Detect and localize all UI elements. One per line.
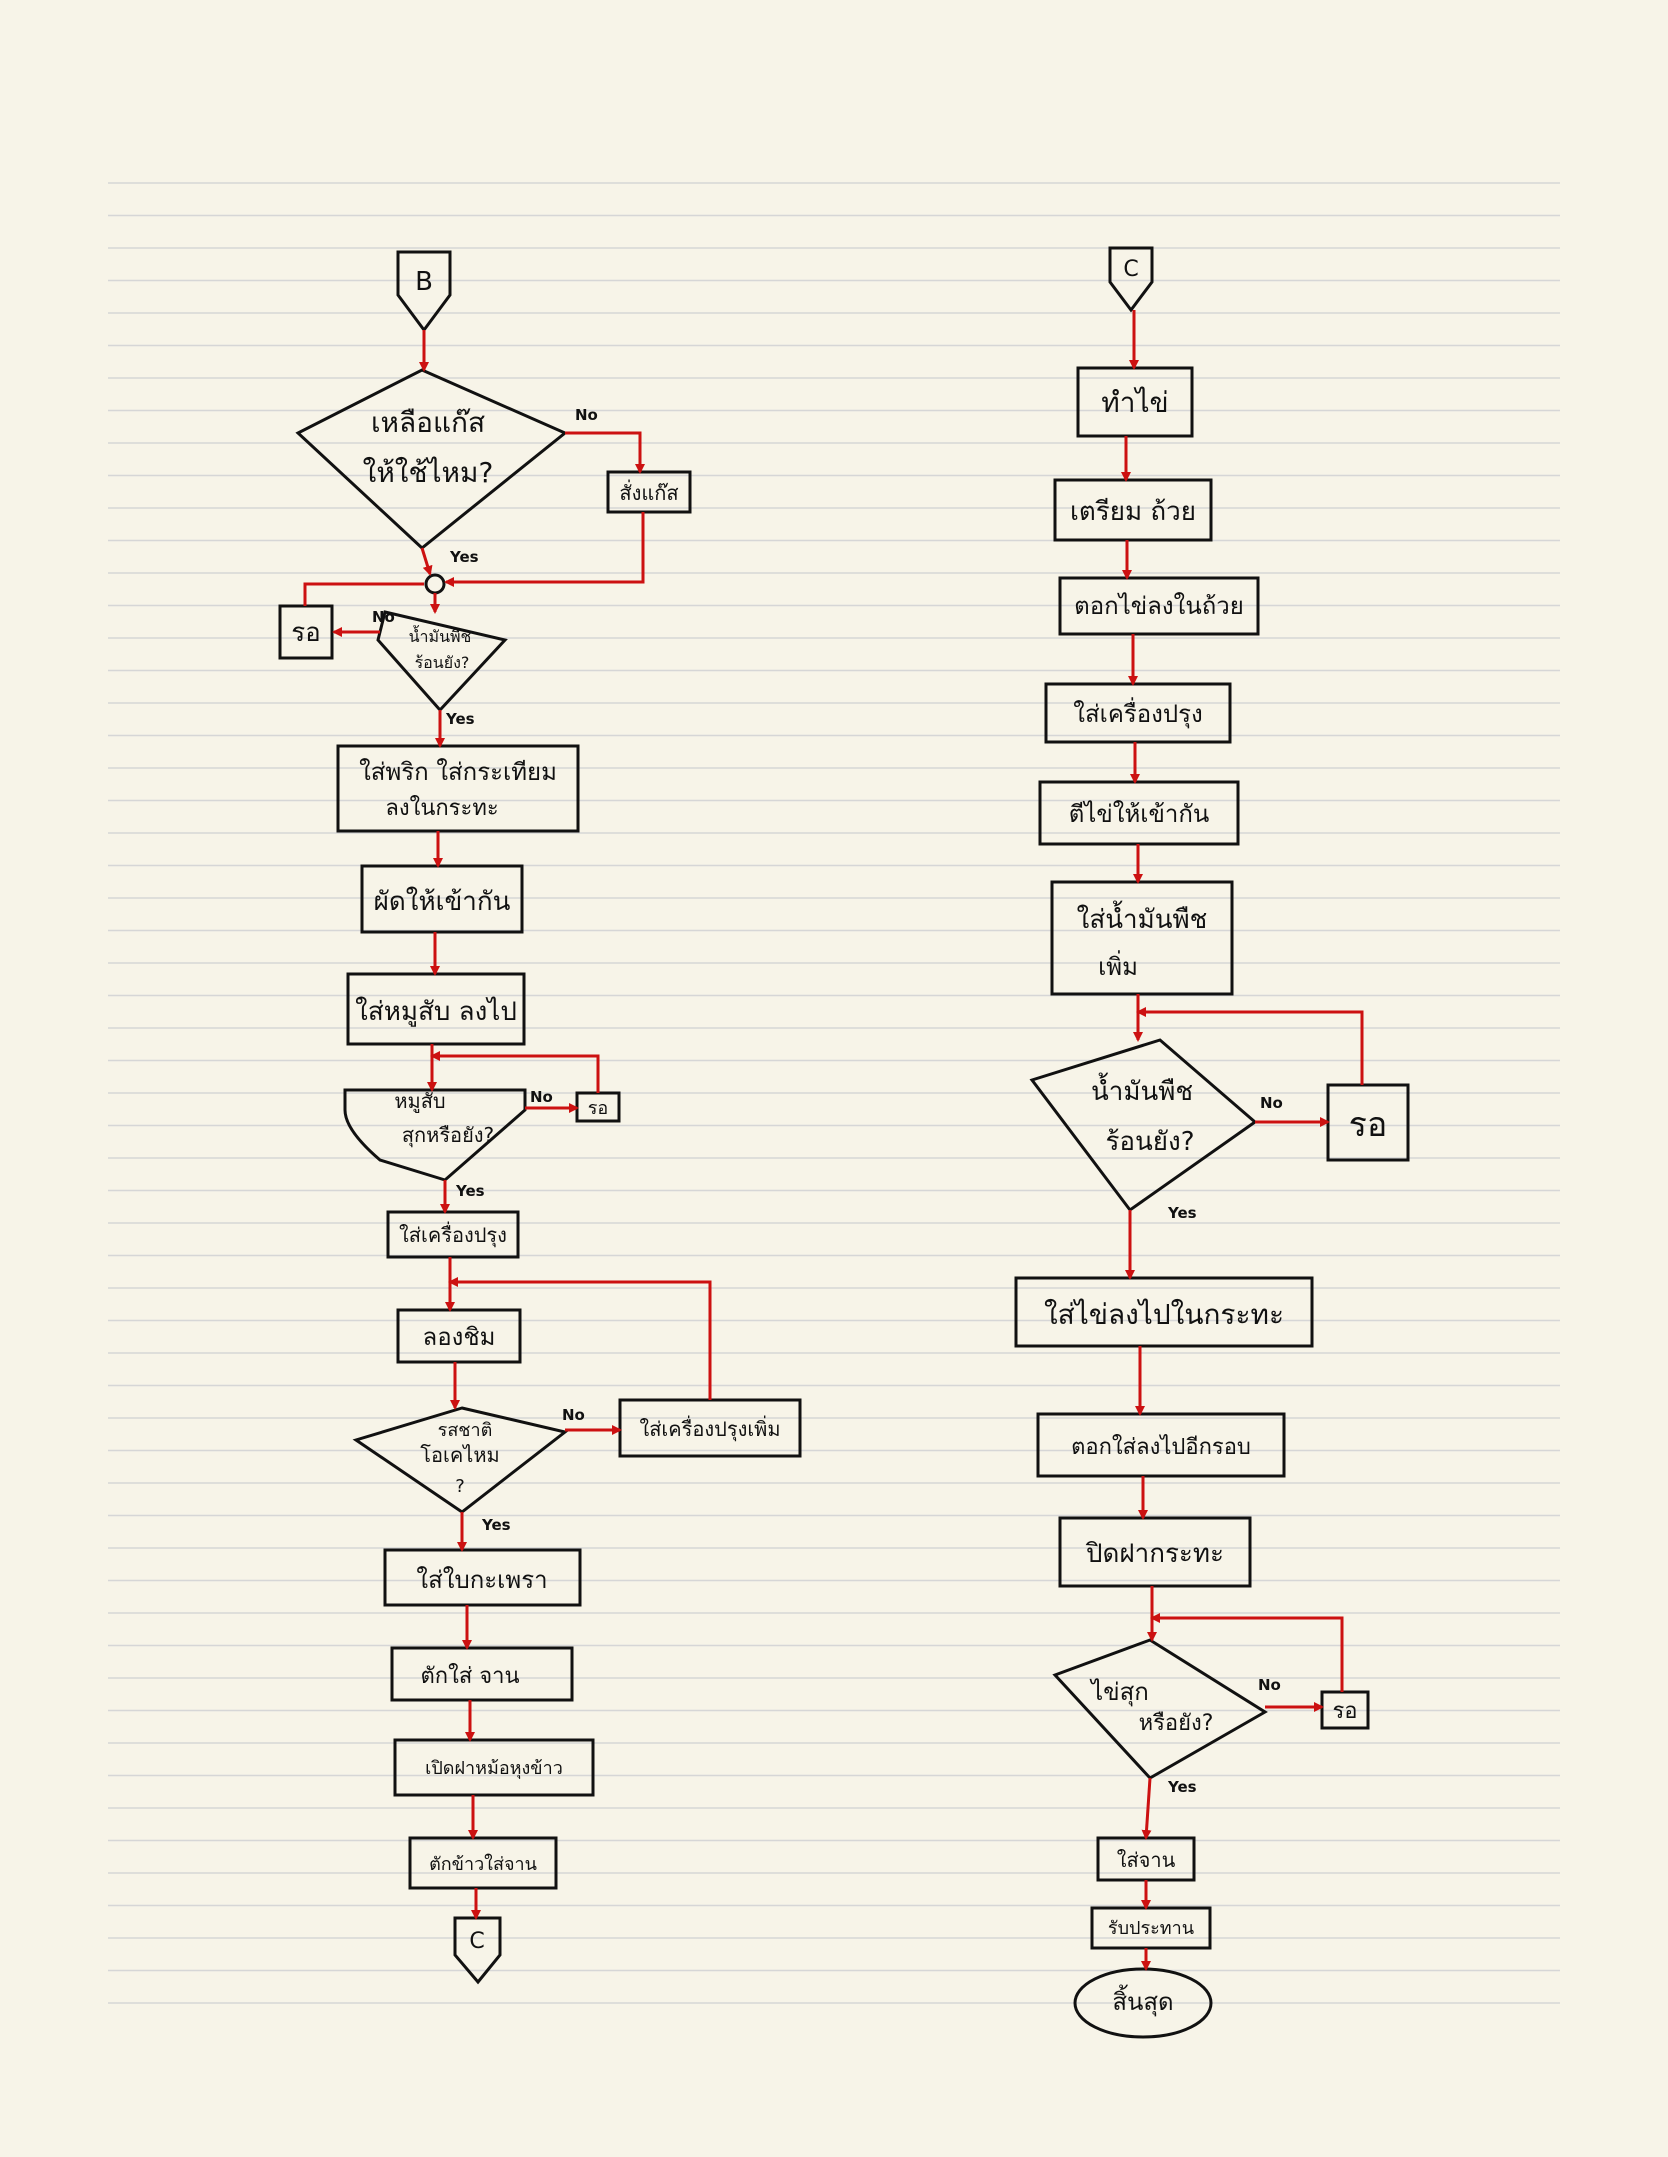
oil-line1: ใส่น้ำมันพืช bbox=[1077, 900, 1208, 935]
oil-no-right: No bbox=[1260, 1094, 1283, 1112]
connector-b-label: B bbox=[415, 267, 433, 297]
egg-in-pan-box bbox=[1014, 1276, 1314, 1348]
crack-label: ตอกไข่ลงในถ้วย bbox=[1074, 592, 1244, 620]
junction-circle bbox=[424, 573, 446, 595]
wait1-label: รอ bbox=[291, 618, 321, 648]
season-box-left bbox=[386, 1210, 520, 1259]
order-gas-label: สั่งแก๊ส bbox=[619, 479, 678, 505]
plate-box bbox=[390, 1646, 574, 1702]
egg-done-yes: Yes bbox=[1167, 1778, 1197, 1796]
taste-yes: Yes bbox=[481, 1516, 511, 1534]
rice-cooker-box bbox=[393, 1738, 595, 1797]
left-flow bbox=[278, 250, 802, 1985]
rice-box bbox=[408, 1836, 558, 1890]
rice-cooker-label: เปิดฝาหม้อหุงข้าว bbox=[425, 1758, 563, 1779]
taste-ok-line1: รสชาติ bbox=[438, 1420, 493, 1441]
basil-box bbox=[383, 1548, 582, 1607]
lid-box bbox=[1058, 1516, 1252, 1588]
taste-ok-line2: โอเคไหม bbox=[420, 1443, 499, 1467]
taste-label: ลองชิม bbox=[423, 1323, 496, 1351]
egg-done-no: No bbox=[1258, 1676, 1281, 1694]
add-chili-line1: ใส่พริก ใส่กระเทียม bbox=[359, 758, 557, 786]
taste-ok-line3: ? bbox=[455, 1476, 465, 1497]
oil-hot-right-line1: น้ำมันพืช bbox=[1091, 1072, 1193, 1107]
eat-box bbox=[1090, 1906, 1212, 1950]
pork-cooked-shape bbox=[343, 1088, 527, 1182]
taste-no: No bbox=[562, 1406, 585, 1424]
wait4-label: รอ bbox=[1332, 1699, 1357, 1724]
oil-hot-right-line2: ร้อนยัง? bbox=[1105, 1127, 1194, 1157]
egg-done-line1: ไข่สุก bbox=[1089, 1678, 1149, 1707]
connector-c-shape bbox=[453, 1916, 502, 1985]
connector-c-start-shape bbox=[1108, 246, 1154, 313]
season-box-right bbox=[1044, 682, 1232, 744]
connector-c-start-label: C bbox=[1123, 257, 1138, 282]
add-chili-line2: ลงในกระทะ bbox=[385, 795, 498, 821]
bowl-box bbox=[1053, 478, 1213, 542]
order-gas-box bbox=[606, 470, 692, 514]
crack-rice-box bbox=[1036, 1412, 1286, 1478]
pork-cooked-line2: สุกหรือยัง? bbox=[402, 1123, 494, 1148]
egg-in-pan-label: ใส่ไข่ลงไปในกระทะ bbox=[1044, 1298, 1284, 1331]
notebook-rules bbox=[108, 182, 1560, 2004]
basil-label: ใส่ใบกะเพรา bbox=[416, 1566, 547, 1594]
wait2-label: รอ bbox=[588, 1098, 608, 1119]
oil-line2: เพิ่ม bbox=[1098, 950, 1138, 981]
egg-done-diamond bbox=[1052, 1638, 1268, 1780]
right-text: C ทำไข่ เตรียม ถ้วย ตอกไข่ลงในถ้วย ใส่เค… bbox=[1044, 257, 1387, 2017]
pork-cooked-line1: หมูสับ bbox=[394, 1089, 445, 1114]
serve-label: ใส่จาน bbox=[1117, 1848, 1176, 1872]
pork-no: No bbox=[530, 1088, 553, 1106]
left-arrows bbox=[303, 330, 712, 1920]
end-label: สิ้นสุด bbox=[1112, 1984, 1173, 2017]
wait3-label: รอ bbox=[1349, 1105, 1388, 1145]
lid-label: ปิดฝากระทะ bbox=[1085, 1539, 1224, 1569]
gas-check-yes: Yes bbox=[449, 548, 479, 566]
oil-hot-left-line2: ร้อนยัง? bbox=[415, 653, 470, 672]
add-chili-box bbox=[336, 744, 580, 833]
plate-label: ตักใส่ จาน bbox=[420, 1663, 519, 1689]
oil-box bbox=[1050, 880, 1234, 996]
egg-label: ทำไข่ bbox=[1101, 386, 1168, 419]
connector-c-label: C bbox=[469, 1929, 484, 1954]
pork-yes: Yes bbox=[455, 1182, 485, 1200]
left-text: B เหลือแก๊ส ให้ใช้ไหม? No Yes สั่งแก๊ส ร… bbox=[291, 267, 780, 1954]
crack-box bbox=[1058, 576, 1260, 636]
taste-box bbox=[396, 1308, 522, 1364]
oil-yes-right: Yes bbox=[1167, 1204, 1197, 1222]
rice-label: ตักข้าวใส่จาน bbox=[429, 1853, 537, 1875]
gas-check-line1: เหลือแก๊ส bbox=[371, 406, 485, 439]
egg-done-line2: หรือยัง? bbox=[1139, 1711, 1214, 1736]
add-pork-label: ใส่หมูสับ ลงไป bbox=[355, 996, 517, 1027]
eat-label: รับประทาน bbox=[1108, 1918, 1194, 1939]
season-right-label: ใส่เครื่องปรุง bbox=[1073, 697, 1203, 729]
oil-hot-left-line1: น้ำมันพืช bbox=[409, 625, 472, 646]
season-left-label: ใส่เครื่องปรุง bbox=[399, 1221, 507, 1248]
connector-b-shape bbox=[396, 250, 452, 333]
more-season-label: ใส่เครื่องปรุงเพิ่ม bbox=[639, 1415, 780, 1442]
gas-check-line2: ให้ใช้ไหม? bbox=[363, 456, 494, 489]
gas-check-no: No bbox=[575, 406, 598, 424]
oil-no-left: No bbox=[372, 608, 395, 626]
stir-label: ผัดให้เข้ากัน bbox=[374, 887, 511, 917]
right-arrows bbox=[1121, 310, 1364, 1971]
oil-yes-left: Yes bbox=[445, 710, 475, 728]
beat-label: ตีไข่ให้เข้ากัน bbox=[1069, 800, 1210, 828]
bowl-label: เตรียม ถ้วย bbox=[1070, 497, 1196, 527]
crack-rice-label: ตอกใส่ลงไปอีกรอบ bbox=[1071, 1434, 1251, 1460]
